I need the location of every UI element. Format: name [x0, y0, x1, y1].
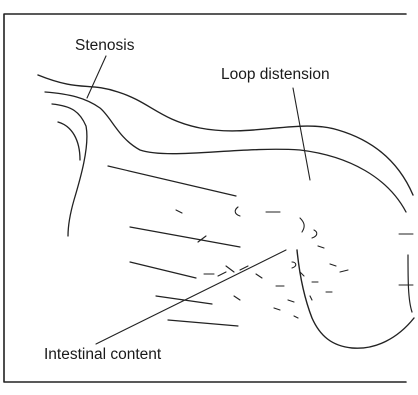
fold-line-3	[130, 262, 196, 278]
intestinal-content-marks	[176, 207, 348, 318]
bowel-wall-left-inner	[58, 122, 80, 160]
fold-line-1	[108, 166, 236, 196]
leader-line-intestinal-content	[96, 250, 286, 344]
leader-line-loop-distension	[293, 88, 310, 180]
fold-line-5	[168, 320, 238, 326]
intestinal-content-label: Intestinal content	[44, 347, 161, 363]
bowel-wall-lower-inner	[408, 255, 412, 312]
loop-distension-label: Loop distension	[221, 67, 330, 83]
bowel-wall-upper	[38, 75, 413, 195]
stenosis-label: Stenosis	[75, 38, 134, 54]
frame-border	[4, 14, 406, 382]
bowel-wall-left-outer	[52, 104, 87, 236]
fold-line-2	[130, 227, 240, 247]
bowel-wall-lower	[297, 250, 414, 348]
leader-line-stenosis	[87, 56, 106, 98]
